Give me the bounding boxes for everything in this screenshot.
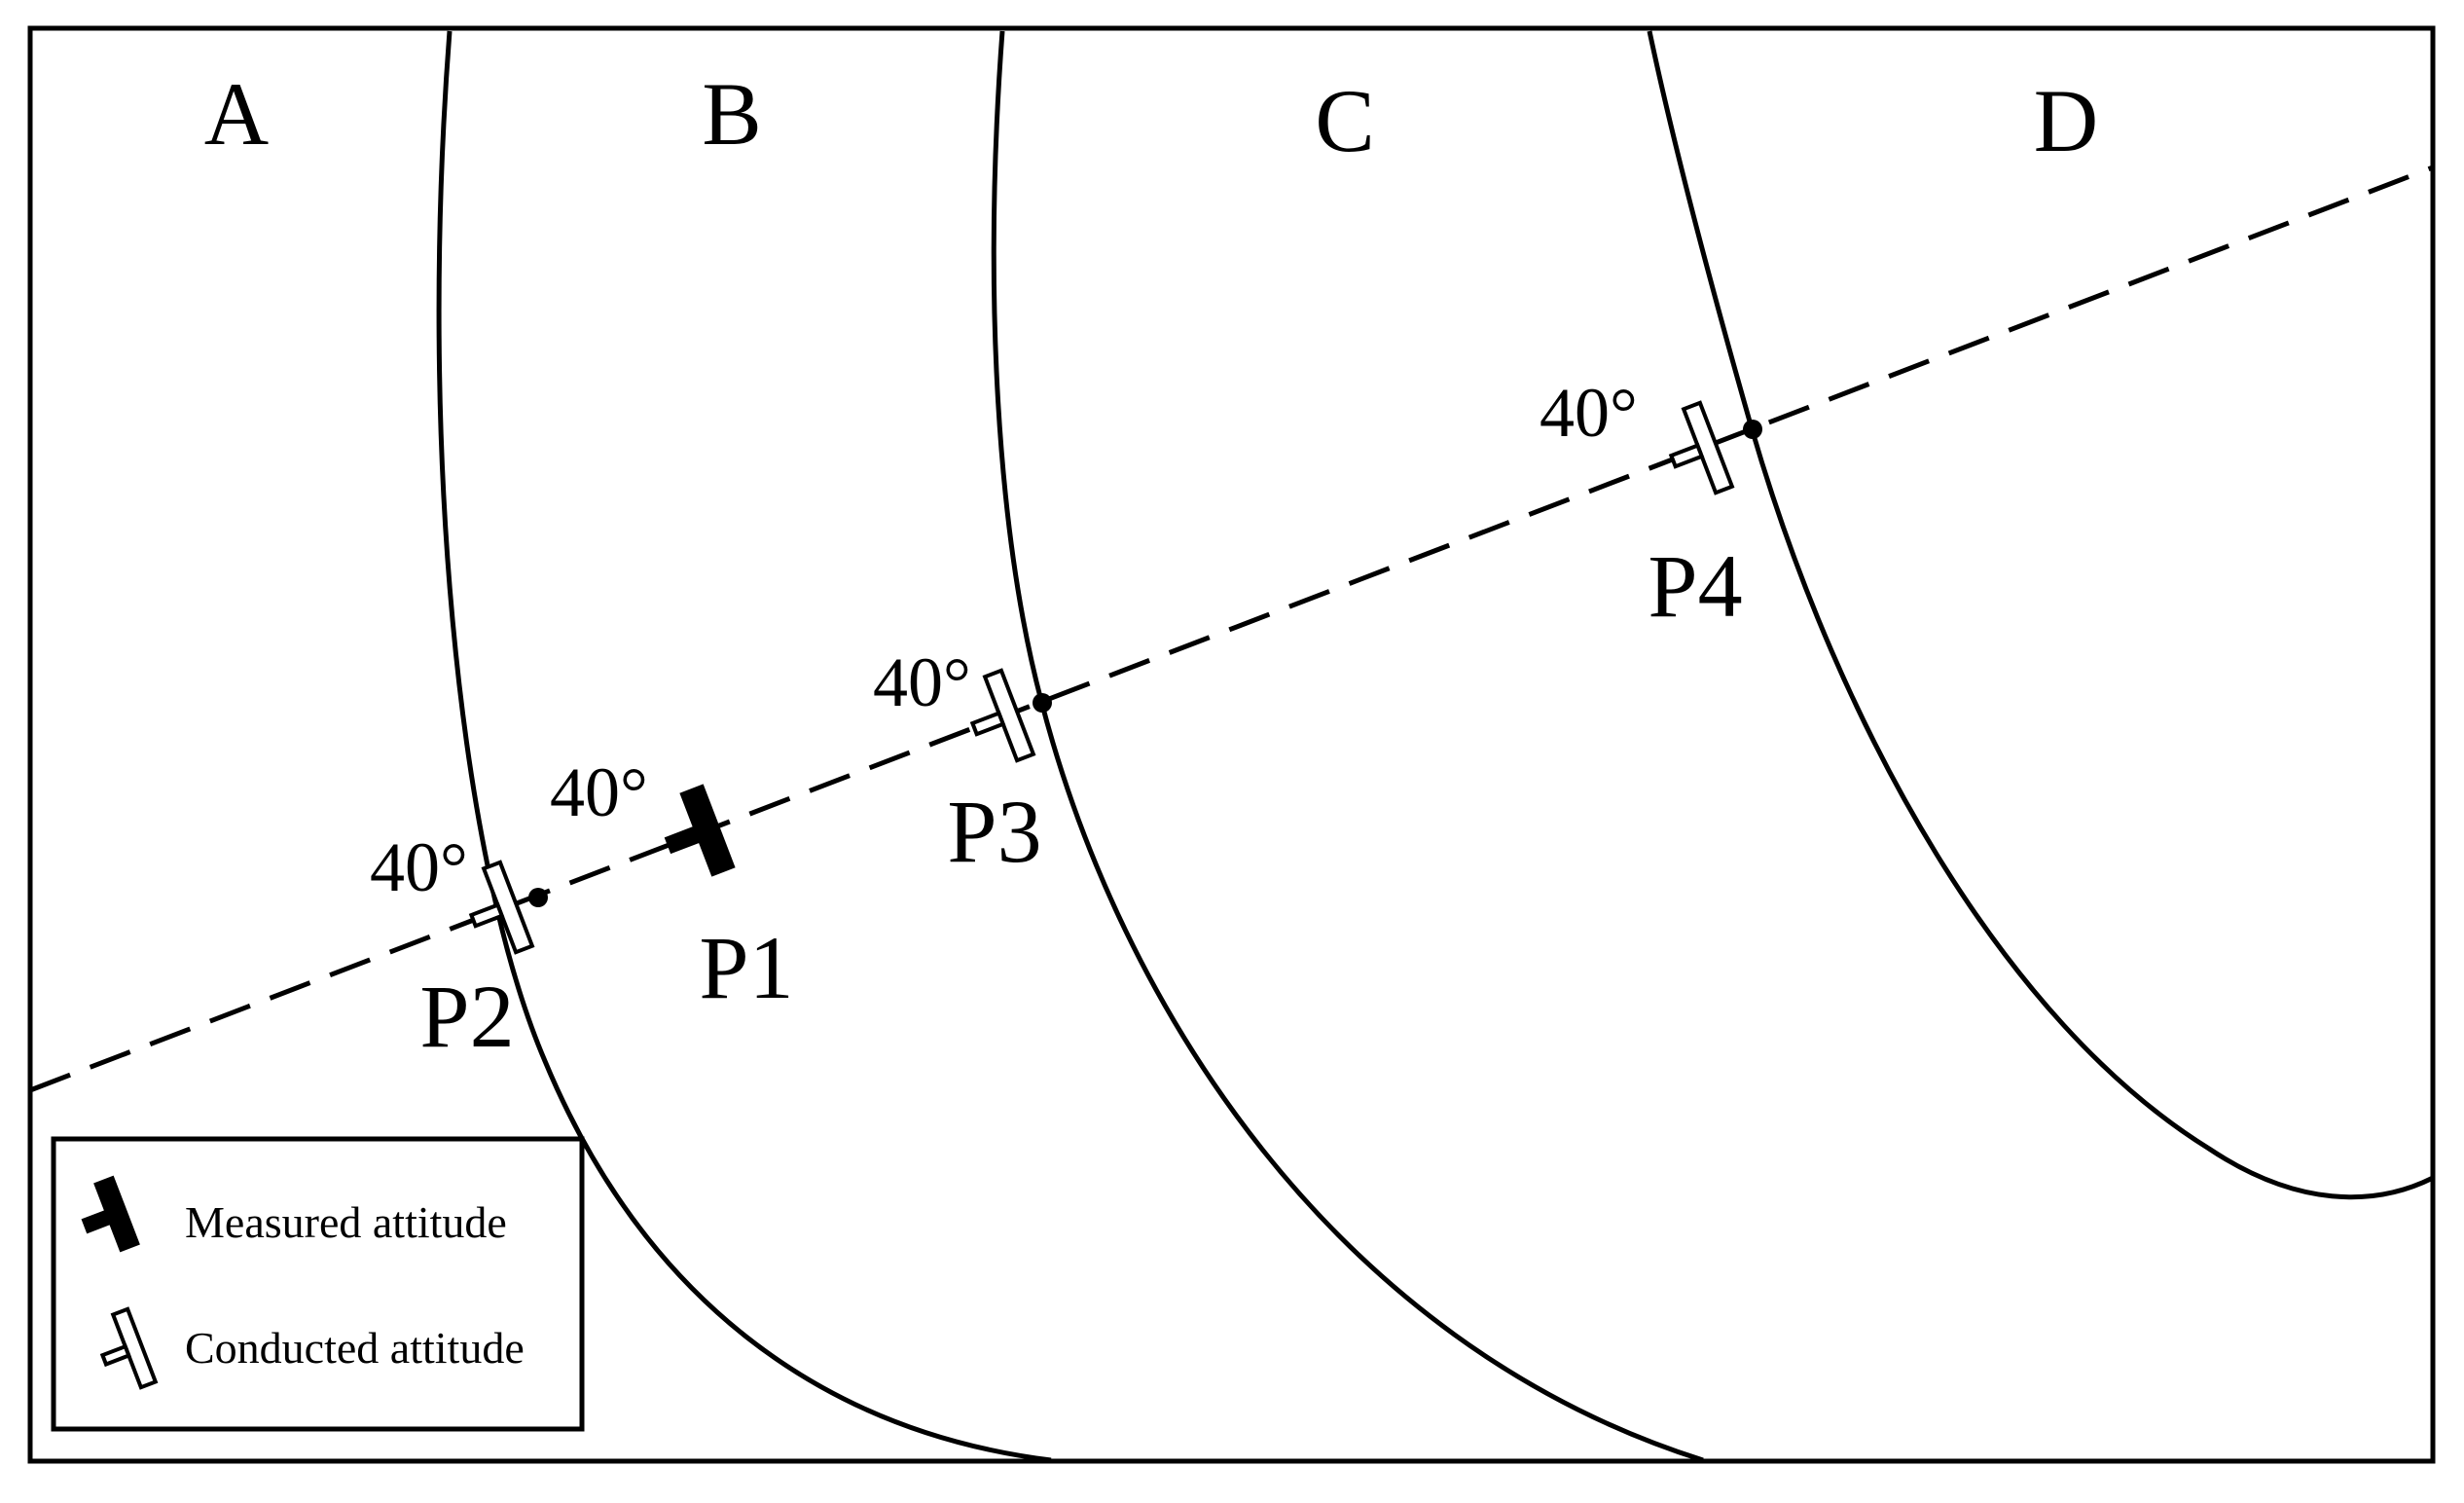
legend-measured-label: Measured attitude <box>185 1197 507 1247</box>
boundary-curve-ab <box>436 30 1052 1463</box>
angle-label-p3: 40° <box>873 643 971 721</box>
legend-box <box>51 1136 585 1432</box>
zone-label-c: C <box>1315 71 1374 170</box>
intersection-dot-p3 <box>1033 693 1052 713</box>
point-label-p4: P4 <box>1648 536 1742 636</box>
boundary-curve-bc <box>991 30 1704 1463</box>
legend-conducted-icon <box>99 1306 159 1390</box>
point-label-p3: P3 <box>947 782 1041 881</box>
angle-label-p4: 40° <box>1540 374 1638 452</box>
legend-measured-icon <box>81 1175 140 1253</box>
boundary-curve-cd <box>1647 30 2435 1200</box>
measured-attitude-icon-p1 <box>664 784 736 877</box>
conducted-attitude-icon-p3 <box>969 668 1036 763</box>
angle-label-p2: 40° <box>370 828 468 906</box>
legend: Measured attitude Conducted attitude <box>51 1136 585 1432</box>
zone-label-a: A <box>204 64 269 164</box>
angle-label-p1: 40° <box>550 753 648 831</box>
zone-label-d: D <box>2034 71 2098 170</box>
point-label-p2: P2 <box>419 967 514 1066</box>
map-frame <box>27 25 2436 1464</box>
intersection-dot-p2 <box>528 888 548 907</box>
zone-label-b: B <box>702 64 761 164</box>
legend-conducted-label: Conducted attitude <box>185 1323 525 1373</box>
profile-line <box>29 165 2434 1093</box>
conducted-attitude-icon-p4 <box>1668 400 1735 495</box>
conducted-attitude-icon-p2 <box>468 860 535 955</box>
intersection-dot-p4 <box>1743 420 1762 439</box>
point-label-p1: P1 <box>699 918 793 1017</box>
